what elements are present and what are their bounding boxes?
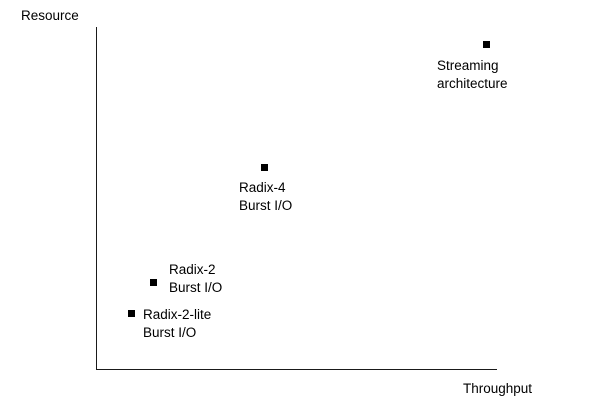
data-label-radix-4-burst-io: Radix-4 Burst I/O (239, 179, 292, 214)
data-label-line: Burst I/O (239, 197, 293, 213)
data-label-line: Radix-2-lite (143, 307, 212, 322)
data-point-radix-2-burst-io (150, 279, 157, 286)
y-axis-title: Resource (21, 8, 79, 23)
x-axis-line (96, 369, 497, 370)
data-label-line: Burst I/O (143, 324, 197, 340)
data-label-line: Radix-4 (239, 180, 286, 195)
data-point-radix-2-lite-burst-io (128, 310, 135, 317)
data-label-line: Burst I/O (169, 279, 223, 295)
x-axis-title: Throughput (463, 381, 533, 396)
data-label-line: Streaming (437, 58, 499, 73)
data-label-line: Radix-2 (169, 262, 216, 277)
data-point-streaming-architecture (483, 41, 490, 48)
data-label-radix-2-lite-burst-io: Radix-2-lite Burst I/O (143, 306, 211, 341)
data-label-line: architecture (437, 75, 508, 91)
y-axis-line (96, 27, 97, 370)
data-point-radix-4-burst-io (261, 164, 268, 171)
data-label-streaming-architecture: Streaming architecture (437, 57, 508, 92)
data-label-radix-2-burst-io: Radix-2 Burst I/O (169, 261, 222, 296)
